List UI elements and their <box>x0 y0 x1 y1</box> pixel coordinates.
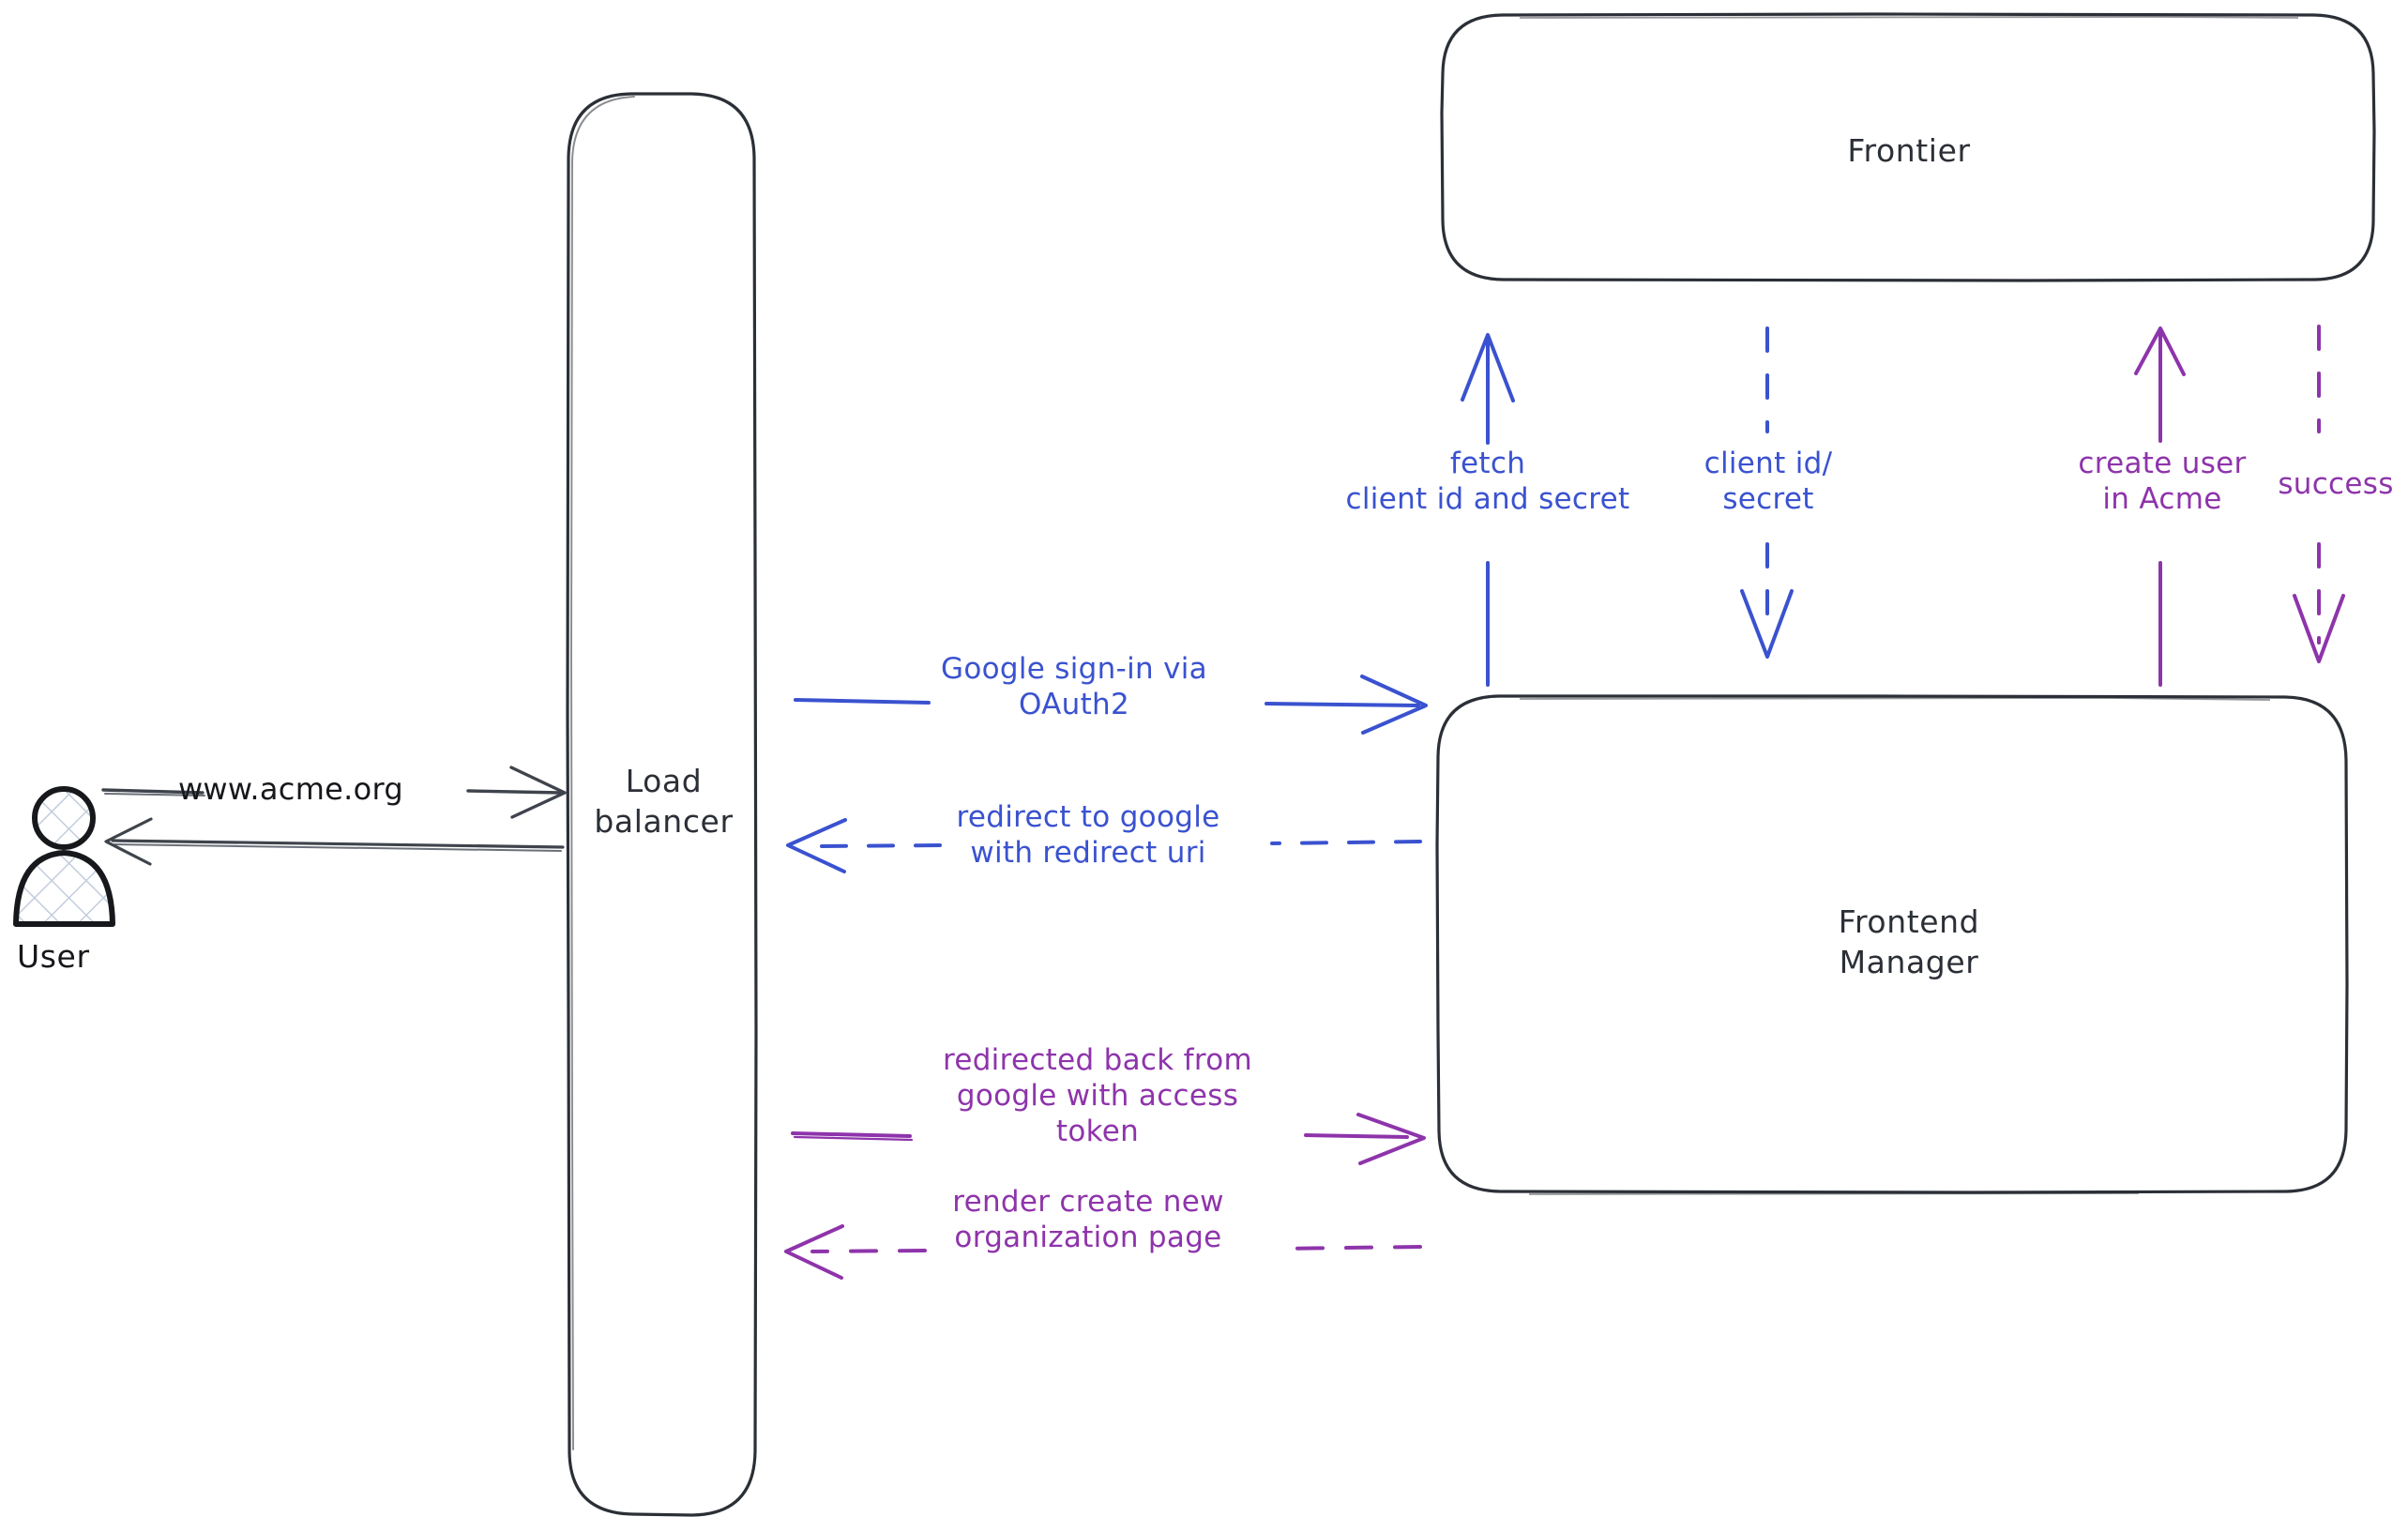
edge-frontier-to-fm-creds[interactable] <box>1740 326 1794 659</box>
node-frontend-manager-shape[interactable] <box>1435 694 2349 1195</box>
user-person-icon <box>13 786 115 927</box>
edge-fm-to-frontier-create-user[interactable] <box>2134 326 2186 687</box>
edge-fm-to-lb-redirect[interactable] <box>786 818 1422 873</box>
edge-lb-to-fm-signin[interactable] <box>794 675 1428 735</box>
edge-lb-to-fm-token[interactable] <box>791 1113 1426 1165</box>
edge-frontier-to-fm-success[interactable] <box>2293 325 2345 663</box>
node-load-balancer-shape[interactable] <box>566 92 758 1517</box>
edge-fm-to-frontier-fetch[interactable] <box>1461 333 1515 687</box>
actor-label-user: User <box>17 938 90 975</box>
edge-lb-to-user[interactable] <box>104 817 565 866</box>
edge-user-to-lb[interactable] <box>101 766 567 819</box>
edge-fm-to-lb-render[interactable] <box>784 1224 1422 1280</box>
node-frontier-shape[interactable] <box>1440 12 2376 282</box>
